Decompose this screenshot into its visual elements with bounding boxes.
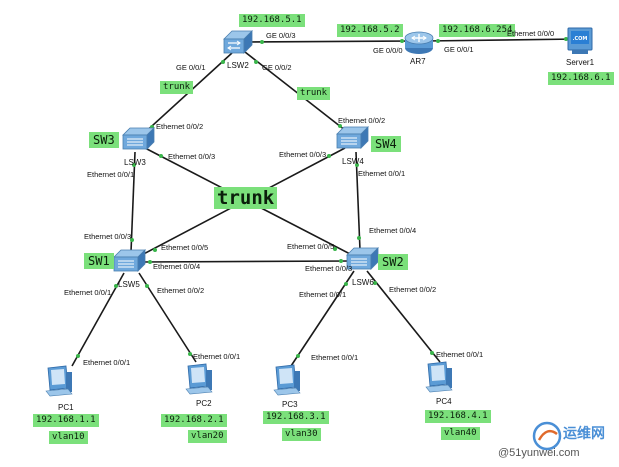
port-label: Ethernet 0/0/1 [311, 353, 359, 362]
port-label: Ethernet 0/0/1 [83, 358, 131, 367]
port-label: Ethernet 0/0/4 [153, 262, 201, 271]
lsw4-switch-icon[interactable] [336, 126, 369, 149]
port-label: Ethernet 0/0/1 [436, 350, 484, 359]
port-label: Ethernet 0/0/2 [156, 122, 204, 131]
lsw6-switch-icon[interactable] [346, 247, 379, 270]
link-lsw2-lsw3 [140, 52, 233, 137]
sw2-tag: SW2 [378, 254, 408, 270]
ar7-right-ip-tag: 192.168.6.254 [439, 24, 516, 37]
port-label: GE 0/0/1 [444, 45, 474, 54]
link-lsw2-ar7 [245, 40, 416, 43]
ar7-left-ip-tag: 192.168.5.2 [337, 24, 403, 37]
sw1-tag: SW1 [84, 253, 114, 269]
trunk-center-tag: trunk [214, 187, 278, 209]
lsw3-switch-icon[interactable] [122, 127, 155, 150]
port-label: Ethernet 0/0/5 [287, 242, 335, 251]
link-ar7-server1 [424, 38, 579, 42]
port-label: GE 0/0/0 [373, 46, 403, 55]
pc2-icon[interactable] [185, 363, 213, 395]
link-lsw5-pc1 [71, 272, 125, 367]
pc4-vlan-tag: vlan40 [441, 427, 480, 440]
port-label: Ethernet 0/0/3 [305, 264, 353, 273]
links [71, 38, 579, 367]
link-lsw3-lsw5 [130, 151, 136, 253]
port-label: Ethernet 0/0/1 [64, 288, 112, 297]
server1-icon[interactable]: .COM [567, 27, 593, 54]
pc3-vlan-tag: vlan30 [282, 428, 321, 441]
port-label: GE 0/0/2 [262, 63, 292, 72]
port-label: Ethernet 0/0/4 [369, 226, 417, 235]
watermark-logo-icon [532, 421, 562, 451]
pc4-icon[interactable] [425, 361, 453, 393]
port-label: Ethernet 0/0/1 [358, 169, 406, 178]
link-lsw4-lsw6 [355, 151, 361, 251]
pc1-icon[interactable] [45, 365, 73, 397]
watermark-site: @51yunwei.com [498, 447, 580, 459]
port-label: Ethernet 0/0/3 [84, 232, 132, 241]
trunk-right-tag: trunk [297, 87, 331, 100]
link-lsw5-lsw6 [139, 260, 353, 263]
port-label: Ethernet 0/0/1 [299, 290, 347, 299]
watermark-title: 运维网 [563, 425, 605, 441]
server-ip-tag: 192.168.6.1 [548, 72, 614, 85]
server1-label: Server1 [566, 58, 595, 67]
pc4-ip-tag: 192.168.4.1 [425, 410, 491, 423]
pc3-ip-tag: 192.168.3.1 [263, 411, 329, 424]
port-label: Ethernet 0/0/2 [157, 286, 205, 295]
port-label: Ethernet 0/0/5 [161, 243, 209, 252]
pc4-label: PC4 [436, 397, 452, 406]
lsw2-ip-tag: 192.168.5.1 [239, 14, 305, 27]
sw3-tag: SW3 [89, 132, 119, 148]
port-label: Ethernet 0/0/1 [87, 170, 135, 179]
lsw4-label: LSW4 [342, 157, 364, 166]
port-label: Ethernet 0/0/2 [338, 116, 386, 125]
pc2-ip-tag: 192.168.2.1 [161, 414, 227, 427]
pc2-label: PC2 [196, 399, 212, 408]
link-lsw5-pc2 [138, 272, 197, 363]
lsw3-label: LSW3 [124, 158, 146, 167]
pc1-label: PC1 [58, 403, 74, 412]
port-label: Ethernet 0/0/2 [389, 285, 437, 294]
lsw6-label: LSW6 [352, 278, 374, 287]
port-label: Ethernet 0/0/3 [168, 152, 216, 161]
ar7-router-icon[interactable] [404, 31, 434, 54]
port-label: GE 0/0/1 [176, 63, 206, 72]
trunk-left-tag: trunk [160, 81, 194, 94]
lsw5-label: LSW5 [118, 280, 140, 289]
pc3-icon[interactable] [273, 364, 301, 396]
link-lsw6-pc3 [290, 270, 355, 367]
lsw2-label: LSW2 [227, 61, 249, 70]
link-lsw6-pc4 [366, 270, 441, 363]
pc1-vlan-tag: vlan10 [49, 431, 88, 444]
pc3-label: PC3 [282, 400, 298, 409]
port-label: Ethernet 0/0/3 [279, 150, 327, 159]
lsw2-switch-icon[interactable] [223, 30, 253, 54]
sw4-tag: SW4 [371, 136, 401, 152]
port-label: Ethernet 0/0/1 [193, 352, 241, 361]
port-label: GE 0/0/3 [266, 31, 296, 40]
port-dots [76, 37, 568, 358]
lsw5-switch-icon[interactable] [113, 249, 146, 272]
pc1-ip-tag: 192.168.1.1 [33, 414, 99, 427]
ar7-label: AR7 [410, 57, 426, 66]
server-screen-text: .COM [573, 36, 588, 42]
pc2-vlan-tag: vlan20 [188, 430, 227, 443]
port-label: Ethernet 0/0/0 [507, 29, 555, 38]
